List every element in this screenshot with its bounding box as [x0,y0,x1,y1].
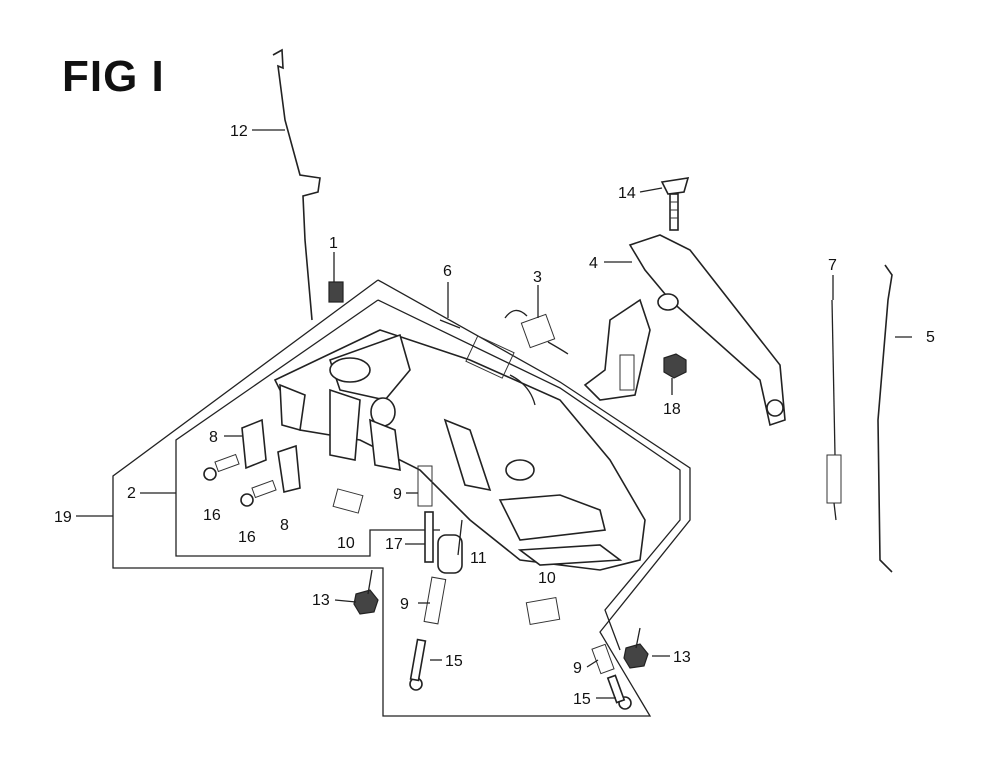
callout-17: 17 [385,536,403,553]
governor-spring-rod [826,299,842,521]
callout-1: 1 [329,235,338,252]
clip-1 [328,281,344,303]
callout-16b: 16 [238,529,256,546]
governor-rod [272,48,321,321]
callout-19: 19 [54,509,72,526]
callout-8a: 8 [209,429,218,446]
group-bracket-2-b [377,299,681,651]
choke-rod [877,264,893,573]
throttle-lever [583,234,786,427]
callout-14: 14 [618,185,636,202]
group-bracket-19 [112,279,691,717]
clip-8-b [277,444,301,493]
callout-8b: 8 [280,517,289,534]
callout-18: 18 [663,401,681,418]
callout-2: 2 [127,485,136,502]
spring-10-a [332,488,364,514]
callout-4: 4 [589,255,598,272]
bolt-13-b [623,627,649,669]
return-spring [439,319,536,406]
callout-5: 5 [926,329,935,346]
callout-13a: 13 [312,592,330,609]
callout-9c: 9 [573,660,582,677]
callout-9a: 9 [393,486,402,503]
spring-9-a [417,465,433,507]
clip-8-a [241,418,267,470]
governor-spring [504,309,569,355]
bolt-15-a [409,638,427,691]
callout-7: 7 [828,257,837,274]
screw-16-a [203,453,240,481]
control-base-plate [273,329,646,571]
lever-nut [663,353,687,379]
callout-6: 6 [443,263,452,280]
bolt-13-a [353,569,379,615]
callout-11: 11 [470,550,487,567]
callout-10b: 10 [538,570,556,587]
callout-12: 12 [230,123,248,140]
spring-9-b [423,576,447,625]
leader-lines [76,129,912,699]
figure-title: FIG I [62,52,165,101]
cap-11 [437,534,463,574]
callout-13b: 13 [673,649,691,666]
callout-15a: 15 [445,653,463,670]
spring-10-b [525,596,561,626]
callout-10a: 10 [337,535,355,552]
callout-9b: 9 [400,596,409,613]
callout-15b: 15 [573,691,591,708]
callout-3: 3 [533,269,542,286]
bolt-15-b [606,674,632,710]
group-bracket-2 [175,299,440,557]
lever-screw [660,177,690,231]
screw-17 [424,511,434,563]
callout-16a: 16 [203,507,221,524]
screw-16-b [240,479,277,507]
